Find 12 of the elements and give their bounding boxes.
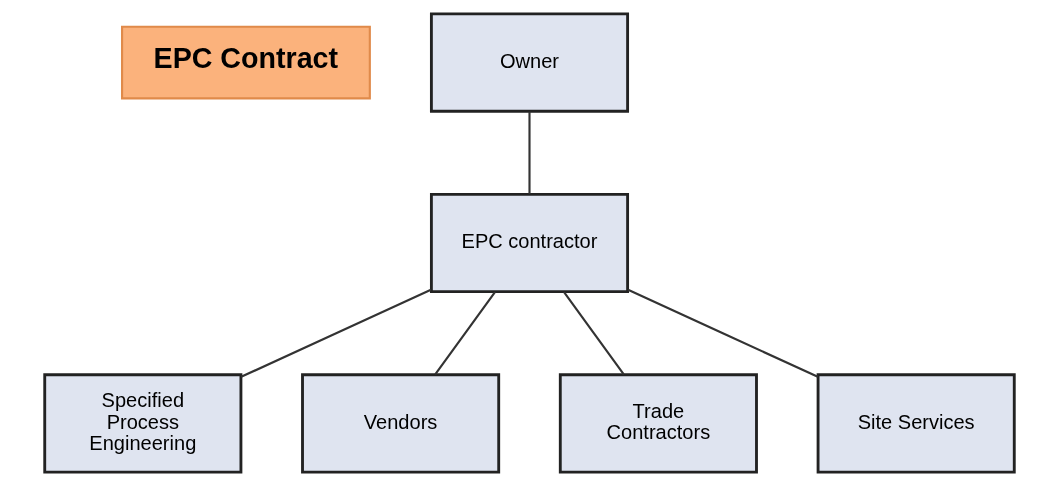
node-box: Specified Process Engineering [43, 373, 243, 474]
connector [627, 288, 819, 378]
node-box: EPC Contract [121, 25, 371, 100]
connector [434, 291, 496, 375]
node-box: Trade Contractors [558, 373, 758, 474]
node-box: Owner [429, 12, 630, 113]
node-box: EPC contractor [429, 192, 630, 294]
node-box: Site Services [816, 373, 1016, 474]
connector [528, 111, 531, 194]
node-box: Vendors [301, 373, 501, 474]
connector [240, 288, 432, 378]
connector [563, 291, 625, 375]
